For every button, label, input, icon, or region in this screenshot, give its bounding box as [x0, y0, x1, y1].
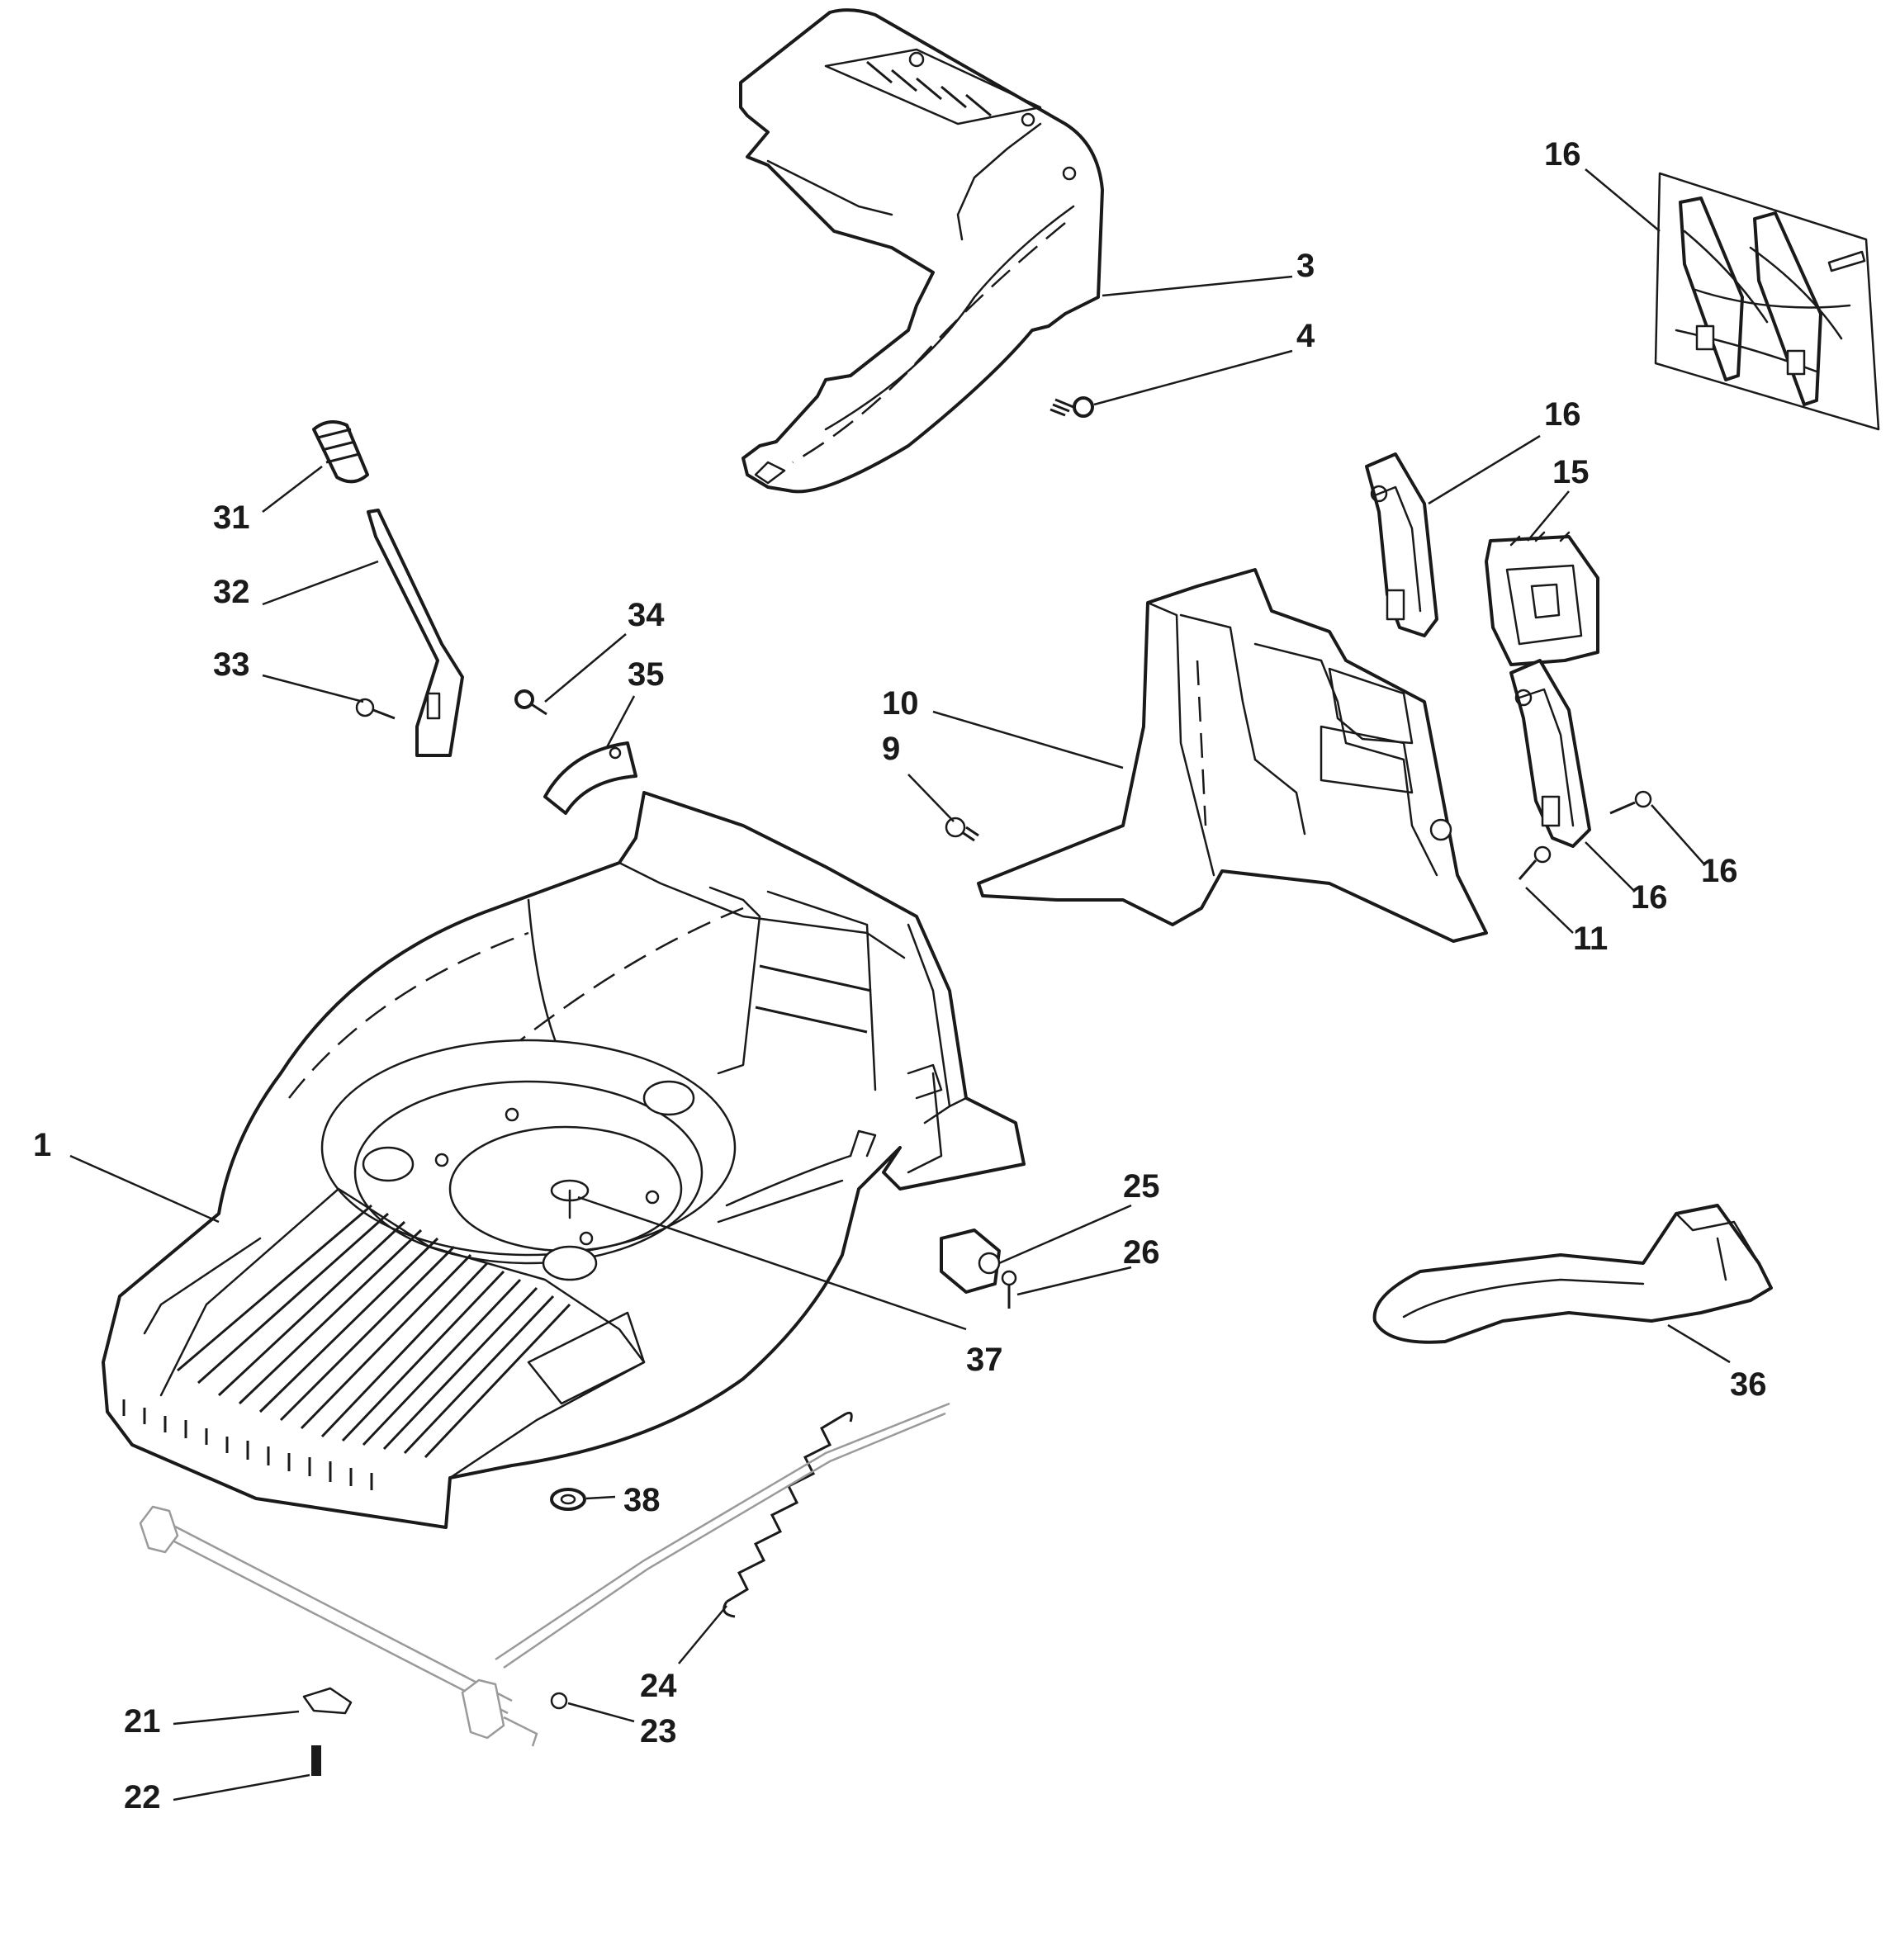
callout-16-detail: 16: [1544, 136, 1581, 173]
callout-23: 23: [640, 1713, 677, 1749]
screw-9: [945, 817, 979, 842]
callout-1: 1: [33, 1127, 51, 1163]
callout-31: 31: [213, 499, 250, 536]
screw-11: [1518, 845, 1552, 880]
part-rear-cover: [739, 8, 1104, 494]
callout-24: 24: [640, 1668, 677, 1704]
screw-34: [514, 689, 547, 716]
part-10-rear-panel: [977, 568, 1488, 943]
part-25-clip: [940, 1229, 1001, 1294]
callout-10: 10: [882, 685, 919, 722]
callout-33: 33: [213, 646, 250, 683]
callout-32: 32: [213, 574, 250, 610]
callout-9: 9: [882, 731, 900, 767]
callout-16-screw: 16: [1701, 853, 1738, 889]
callout-21: 21: [124, 1703, 161, 1740]
callout-3: 3: [1296, 248, 1315, 284]
screw-33: [355, 698, 396, 720]
callout-26: 26: [1123, 1234, 1160, 1271]
nut-38: [550, 1488, 586, 1511]
part-21-plate: [302, 1687, 353, 1715]
callout-37: 37: [966, 1342, 1003, 1378]
part-15-housing: [1485, 531, 1599, 666]
part-16-bracket-left: [1365, 452, 1438, 637]
callout-38: 38: [623, 1482, 661, 1518]
washer-23: [550, 1692, 568, 1710]
part-31-grip: [312, 420, 369, 484]
callout-16-bracket: 16: [1544, 396, 1581, 433]
part-16-detail-panel: [1654, 172, 1880, 431]
callout-36: 36: [1730, 1366, 1767, 1403]
screw-16-right: [1609, 790, 1652, 815]
callout-labels: 1 3 4 9 10 11 15 16 16 16 16 21 22 23 24…: [33, 136, 1767, 1816]
callout-25: 25: [1123, 1168, 1160, 1205]
callout-22: 22: [124, 1779, 161, 1816]
part-16-bracket-right: [1509, 659, 1591, 848]
part-24-spring: [723, 1411, 853, 1618]
part-1-mower-deck: [102, 791, 1026, 1529]
screw-26: [1001, 1270, 1017, 1309]
callout-35: 35: [628, 656, 665, 693]
callout-4: 4: [1296, 318, 1315, 354]
part-36-deflector: [1372, 1204, 1773, 1344]
part-32-lever: [367, 509, 464, 757]
callout-11: 11: [1573, 921, 1608, 957]
callout-16-bracket-right: 16: [1631, 879, 1668, 916]
callout-34: 34: [628, 597, 665, 633]
ghost-rear-axle: [139, 1402, 950, 1747]
screw-22: [311, 1745, 321, 1776]
leader-lines: [69, 168, 1731, 1801]
screw-4: [1050, 396, 1094, 418]
callout-15: 15: [1552, 454, 1590, 490]
part-35-cover: [543, 741, 637, 815]
